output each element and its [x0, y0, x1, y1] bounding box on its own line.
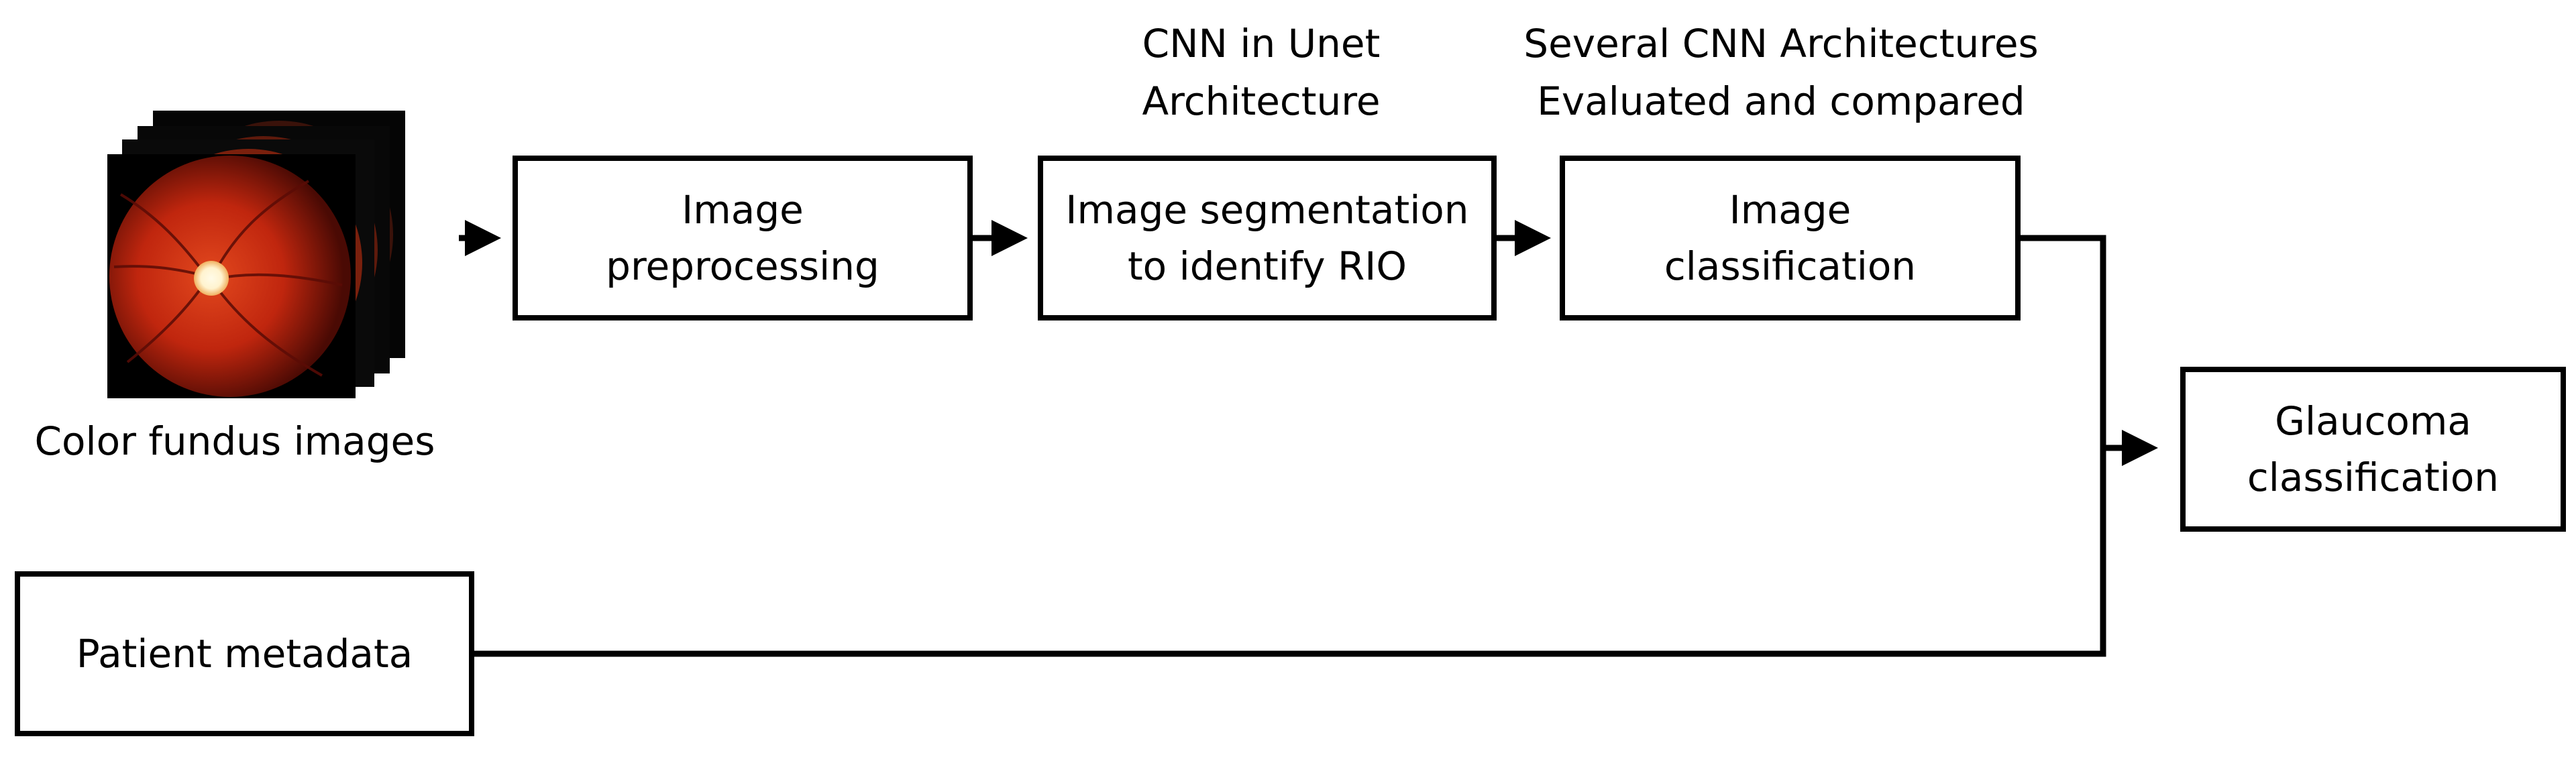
image-segmentation-line-2: to identify RIO — [1127, 243, 1407, 289]
glaucoma-classification-box: Glaucoma classification — [2180, 367, 2566, 532]
fundus-images-caption-text: Color fundus images — [34, 418, 435, 464]
image-classification-line-2: classification — [1664, 243, 1917, 289]
fundus-image-stack-icon — [107, 111, 405, 398]
image-classification-box: Image classification — [1560, 156, 2021, 321]
classification-annotation-line-2: Evaluated and compared — [1537, 78, 2025, 124]
segmentation-annotation-line-1: CNN in Unet — [1142, 21, 1381, 66]
glaucoma-classification-line-1: Glaucoma — [2275, 398, 2471, 444]
segmentation-annotation: CNN in Unet Architecture — [1040, 15, 1483, 130]
connector-classification-to-merge — [2021, 235, 2106, 448]
patient-metadata-line-1: Patient metadata — [76, 631, 413, 677]
patient-metadata-box: Patient metadata — [15, 571, 474, 736]
fundus-images-caption: Color fundus images — [13, 412, 456, 470]
classification-annotation: Several CNN Architectures Evaluated and … — [1486, 15, 2076, 130]
image-preprocessing-box: Image preprocessing — [513, 156, 973, 321]
image-segmentation-box: Image segmentation to identify RIO — [1038, 156, 1497, 321]
segmentation-annotation-line-2: Architecture — [1142, 78, 1381, 124]
image-preprocessing-line-1: Image — [682, 187, 804, 233]
image-classification-line-1: Image — [1729, 187, 1851, 233]
image-segmentation-line-1: Image segmentation — [1065, 187, 1469, 233]
connector-metadata-to-merge — [474, 448, 2106, 657]
fundus-image-front — [107, 154, 356, 398]
glaucoma-classification-line-2: classification — [2247, 455, 2500, 500]
classification-annotation-line-1: Several CNN Architectures — [1523, 21, 2039, 66]
image-preprocessing-line-2: preprocessing — [606, 243, 879, 289]
